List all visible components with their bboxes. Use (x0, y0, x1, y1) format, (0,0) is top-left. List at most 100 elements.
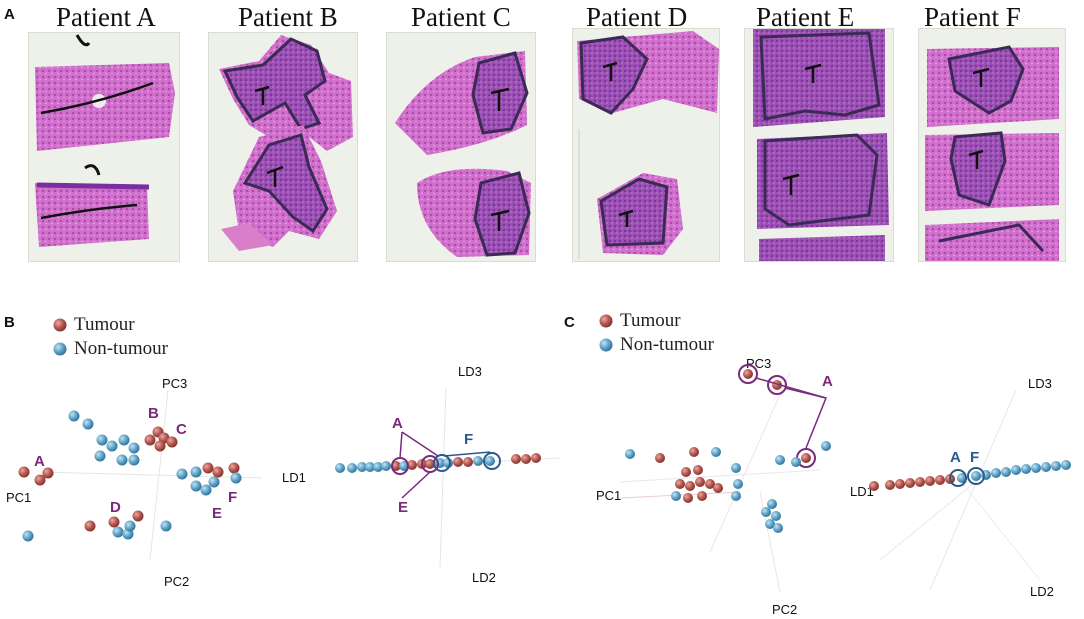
pca-c-highlight (767, 375, 787, 395)
pca-b-axis-pc1: PC1 (6, 490, 31, 505)
pca-b-point (116, 454, 128, 466)
pca-c-point (767, 499, 777, 509)
lda-c-axis-ld2: LD2 (1030, 584, 1054, 599)
lda-b-point (365, 462, 375, 472)
lda-b-point (511, 454, 521, 464)
histology-slide-d (572, 28, 720, 262)
lda-c-highlight-f (967, 467, 985, 485)
pca-b-point (108, 516, 120, 528)
pca-b-point (202, 462, 214, 474)
legend-tumour-label: Tumour (620, 310, 681, 331)
pca-c-point (693, 465, 703, 475)
histology-slide-c (386, 32, 536, 262)
patient-title-a: Patient A (56, 2, 156, 32)
lda-b-highlight-f1 (433, 454, 451, 472)
patient-title-f: Patient F (924, 2, 1021, 32)
pca-b-point (190, 480, 202, 492)
lda-b-point (485, 456, 495, 466)
pca-b-axis-pc3: PC3 (162, 376, 187, 391)
pca-c-point (675, 479, 685, 489)
panel-label-c: C (564, 314, 575, 331)
legend-non-tumour-c: Non-tumour (598, 334, 714, 356)
pca-c-point (733, 479, 743, 489)
pca-b-point (190, 466, 202, 478)
tumour-marker-icon (599, 314, 613, 328)
pca-plot-b: PC3 PC1 PC2 A B C D E F (0, 360, 290, 600)
histology-slide-e (744, 28, 894, 262)
pca-b-point (228, 462, 240, 474)
lda-c-point (885, 480, 895, 490)
lda-b-point (463, 457, 473, 467)
pca-c-point (671, 491, 681, 501)
pca-c-point (791, 457, 801, 467)
lda-b-highlight-f2 (483, 452, 501, 470)
lda-c-point (1001, 467, 1011, 477)
lda-b-point (381, 461, 391, 471)
pca-c-point (821, 441, 831, 451)
pca-b-point (132, 510, 144, 522)
pca-b-point (18, 466, 30, 478)
lda-b-point (391, 461, 401, 471)
lda-b-axis-ld2: LD2 (472, 570, 496, 585)
pca-b-point (128, 454, 140, 466)
lda-c-point (895, 479, 905, 489)
lda-b-point (335, 463, 345, 473)
pca-b-group-c: C (176, 421, 187, 438)
lda-c-point (957, 473, 967, 483)
lda-b-callout-e: E (398, 499, 408, 516)
pca-c-point (773, 523, 783, 533)
pca-b-point (22, 530, 34, 542)
pca-b-group-a: A (34, 453, 45, 470)
lda-c-axis-ld3: LD3 (1028, 376, 1052, 391)
pca-b-group-b: B (148, 405, 159, 422)
lda-b-point (425, 459, 435, 469)
pca-b-point (34, 474, 46, 486)
legend-non-tumour-label: Non-tumour (620, 334, 714, 355)
pca-c-point (772, 380, 782, 390)
legend-non-tumour-label: Non-tumour (74, 338, 168, 359)
non-tumour-marker-icon (599, 338, 613, 352)
pca-c-point (681, 467, 691, 477)
pca-b-point (68, 410, 80, 422)
pca-b-point (166, 436, 178, 448)
lda-b-point (399, 461, 409, 471)
lda-b-point (407, 460, 417, 470)
pca-c-point (655, 453, 665, 463)
pca-c-point (765, 519, 775, 529)
lda-c-point (869, 481, 879, 491)
legend-non-tumour-b: Non-tumour (52, 338, 168, 360)
lda-b-point (373, 462, 383, 472)
pca-c-axis-pc2: PC2 (772, 602, 797, 617)
pca-b-group-e: E (212, 505, 222, 522)
lda-b-callout-a: A (392, 415, 403, 432)
pca-b-point (96, 434, 108, 446)
pca-b-point (106, 440, 118, 452)
lda-b-axis-ld1: LD1 (282, 470, 306, 485)
legend-tumour-label: Tumour (74, 314, 135, 335)
pca-b-point (128, 442, 140, 454)
pca-c-axis-pc3: PC3 (746, 356, 771, 371)
legend-tumour-c: Tumour (598, 310, 681, 332)
lda-c-point (1051, 461, 1061, 471)
lda-c-point (1021, 464, 1031, 474)
pca-b-group-f: F (228, 489, 237, 506)
lda-b-point (453, 457, 463, 467)
lda-c-point (905, 478, 915, 488)
pca-b-point (84, 520, 96, 532)
pca-b-point (154, 440, 166, 452)
pca-b-point (112, 526, 124, 538)
lda-c-callout-f: F (970, 449, 979, 466)
pca-c-point (711, 447, 721, 457)
pca-c-point (685, 481, 695, 491)
lda-c-point (1011, 465, 1021, 475)
histology-slide-f (918, 28, 1066, 262)
lda-b-point (443, 458, 453, 468)
pca-c-point (683, 493, 693, 503)
lda-b-point (357, 462, 367, 472)
lda-c-callout-a: A (950, 449, 961, 466)
histology-slide-b (208, 32, 358, 262)
lda-b-point (347, 463, 357, 473)
lda-b-point (531, 453, 541, 463)
pca-c-point (705, 479, 715, 489)
pca-c-point (695, 477, 705, 487)
